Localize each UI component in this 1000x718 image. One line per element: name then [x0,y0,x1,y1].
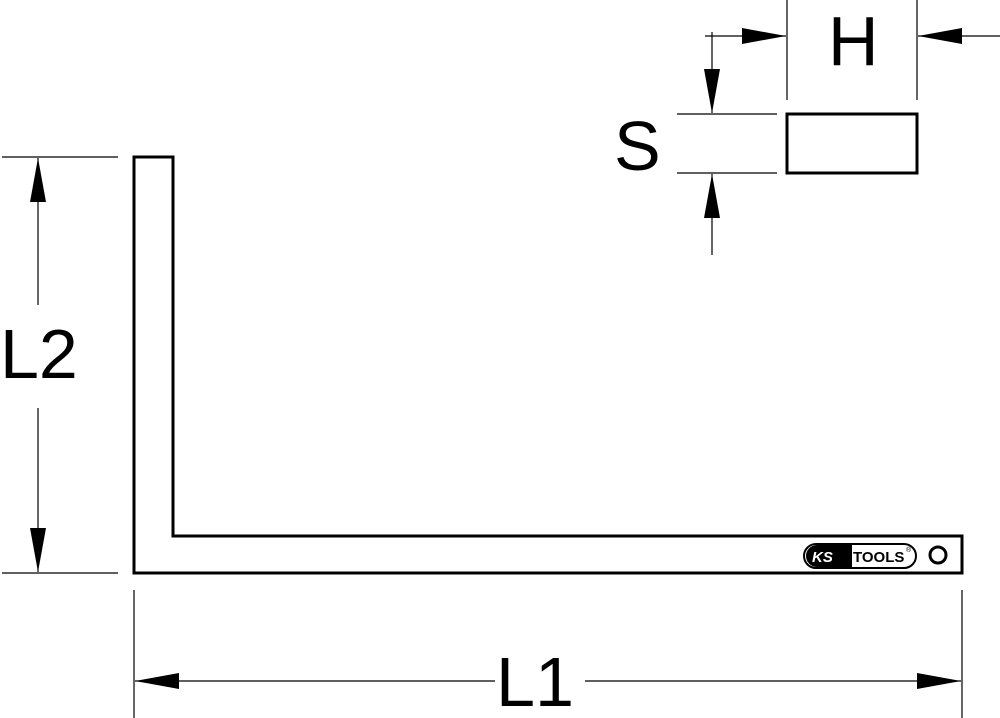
hole-marker-icon [928,545,948,565]
l-shaped-tool-body [132,155,964,575]
registered-mark: ® [906,546,912,554]
h-label: H [828,2,879,80]
dimension-l2: L2 [0,156,118,574]
logo-tools-text: TOOLS [853,549,904,566]
dimension-l1: L1 [133,590,963,718]
dimension-s: S [614,32,777,255]
l1-label: L1 [496,643,574,718]
cross-section-profile [785,112,919,175]
dimension-h: H [705,0,1000,100]
l2-label: L2 [0,315,78,393]
ks-tools-logo: KS TOOLS ® [803,543,917,569]
logo-ks-text: KS [812,549,833,566]
s-label: S [614,107,661,185]
